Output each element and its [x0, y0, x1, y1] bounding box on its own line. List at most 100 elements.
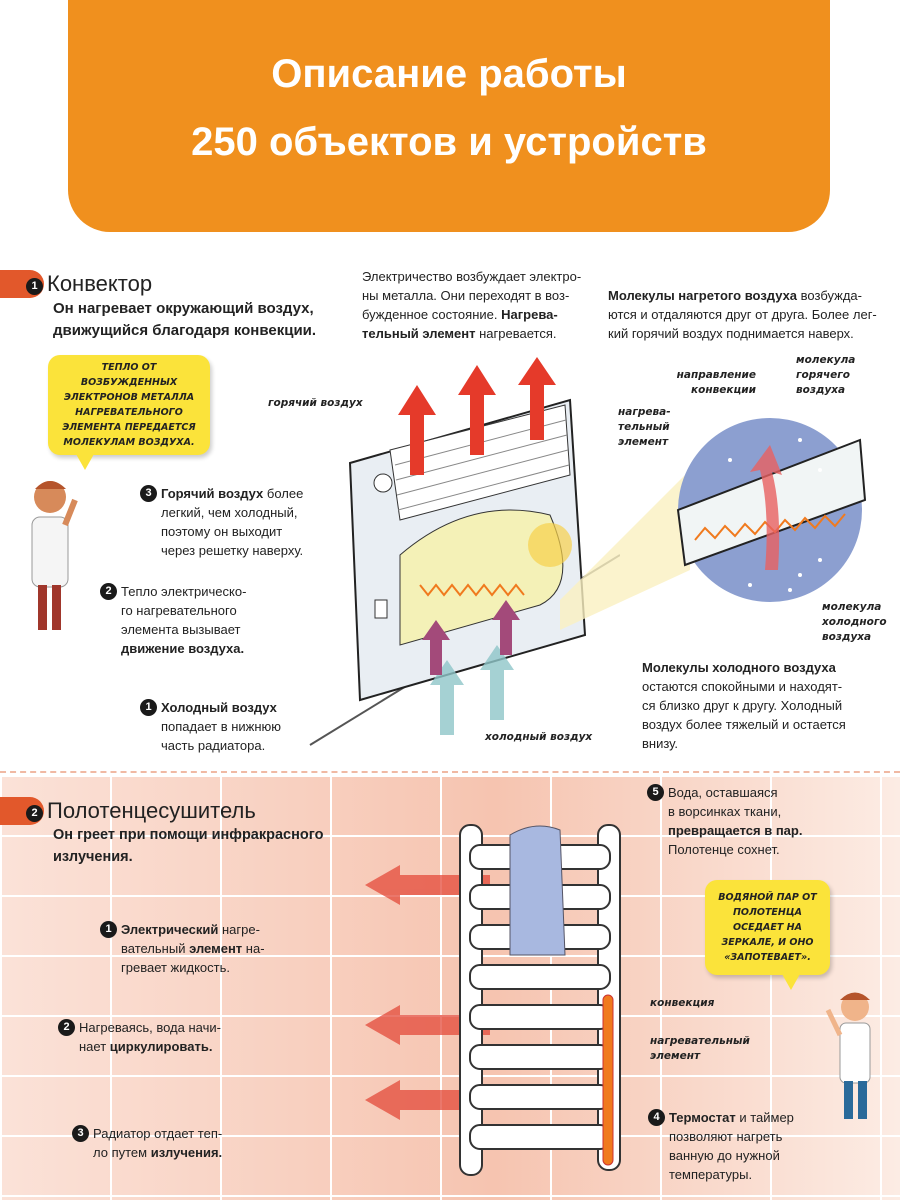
page-header: Описание работы 250 объектов и устройств [68, 0, 830, 232]
label-heating-element-2: нагревательный элемент [650, 1035, 750, 1062]
text: температуры. [669, 1167, 753, 1182]
label-heating-element: нагрева-тельный элемент [618, 406, 671, 448]
text: Электрический [121, 922, 219, 937]
text-line: бужденное состояние. Нагрева- [362, 305, 581, 324]
section1-title: Конвектор [47, 271, 153, 296]
text: вательный [121, 941, 186, 956]
text: го нагревательного [121, 603, 237, 618]
text-line: превращается в пар. [647, 821, 802, 840]
text: Молекулы холодного воздуха [642, 660, 836, 675]
text: движение воздуха. [121, 641, 245, 656]
text-line: движение воздуха. [100, 639, 246, 658]
speech-bubble-2: Водяной пар от полотенца оседает на зерк… [705, 880, 830, 990]
text: нагре- [222, 922, 260, 937]
text: нает [79, 1039, 107, 1054]
text: позволяют нагреть [669, 1129, 783, 1144]
text: элемента вызывает [121, 622, 241, 637]
text-line: тельный элемент нагревается. [362, 324, 581, 343]
text: нагревается. [479, 326, 557, 341]
text: бужденное состояние. [362, 307, 498, 322]
text: элемент [189, 941, 243, 956]
text-line: 1 Холодный воздух [140, 698, 281, 717]
text: внизу. [642, 736, 678, 751]
towel-rail-illustration [365, 824, 621, 1176]
text: ны металла. Они переходят в воз- [362, 288, 570, 303]
text: ся близко друг к другу. Холодный [642, 698, 843, 713]
text: через решетку наверху. [161, 543, 304, 558]
text: гревает жидкость. [121, 960, 231, 975]
label-cold-molecule: молекула холодного воздуха [822, 601, 887, 643]
text: возбужда- [800, 288, 862, 303]
magnified-molecules-illustration [560, 418, 867, 630]
text: Радиатор отдает теп- [93, 1126, 223, 1141]
step1-note: 1 Холодный воздух попадает в нижнюю часть … [140, 698, 281, 755]
text: излучения. [150, 1145, 223, 1160]
hot-molecules-note: Молекулы нагретого воздуха возбужда- ютс… [608, 286, 900, 343]
text-line: 5 Вода, оставшаяся [647, 783, 802, 802]
towel-step5-note: 5 Вода, оставшаяся в ворсинках ткани, пре… [647, 783, 802, 859]
text-line: ло путем излучения. [72, 1143, 222, 1162]
text: попадает в нижнюю [161, 719, 282, 734]
text: Он греет при помощи инфракрасного [53, 827, 324, 843]
text: 2 [58, 1019, 75, 1036]
section2-number: 2 [26, 805, 43, 822]
text: Тепло электрическо- [121, 584, 247, 599]
text: Нагрева- [501, 307, 558, 322]
text: Полотенце сохнет. [668, 842, 780, 857]
text: 5 [647, 784, 664, 801]
text-line: нает циркулировать. [58, 1037, 221, 1056]
text: 1 [140, 699, 157, 716]
step2-note: 2 Тепло электрическо- го нагревательного э… [100, 582, 246, 658]
section2-title: Полотенцесушитель [47, 798, 256, 823]
text-line: 2 Тепло электрическо- [100, 582, 246, 601]
text: тельный элемент [362, 326, 476, 341]
text: 3 [140, 485, 157, 502]
label-cold-air: холодный воздух [485, 731, 593, 743]
section2-subtitle: Он греет при помощи инфракрасного излучен… [53, 824, 323, 868]
label-convection: конвекция [650, 997, 715, 1009]
text: циркулировать. [109, 1039, 213, 1054]
text: Нагреваясь, вода начи- [79, 1020, 221, 1035]
section2-background [0, 775, 900, 1200]
text: воздух более тяжелый и остается [642, 717, 846, 732]
text: Вода, оставшаяся [668, 785, 778, 800]
label-convection-direction: направление конвекции [676, 369, 756, 396]
text: 2 [100, 583, 117, 600]
header-title-line2: 250 объектов и устройств [191, 120, 707, 164]
label-hot-air: горячий воздух [268, 397, 363, 409]
section-divider [0, 771, 900, 773]
section1-subtitle: Он нагревает окружающий воздух, движущий… [53, 298, 316, 342]
convector-illustration [309, 357, 620, 746]
cold-molecules-note: Молекулы холодного воздуха остаются спок… [642, 658, 846, 753]
text: легкий, чем холодный, [161, 505, 298, 520]
text-line: вательный элемент на- [100, 939, 265, 958]
text: ванную до нужной [669, 1148, 780, 1163]
scientist-character-icon [31, 481, 78, 630]
text: кий горячий воздух поднимается наверх. [608, 326, 854, 341]
text: остаются спокойными и находят- [642, 679, 843, 694]
text: 4 [648, 1109, 665, 1126]
text: более [266, 486, 304, 501]
label-hot-molecule: молекула горячего воздуха [796, 354, 856, 396]
text: ло путем [93, 1145, 148, 1160]
text: Молекулы нагретого воздуха [608, 288, 798, 303]
text: часть радиатора. [161, 738, 266, 753]
speech-bubble-1: Тепло от возбужденных электронов металла… [48, 355, 210, 470]
text: Холодный воздух [161, 700, 277, 715]
header-title-line1: Описание работы [271, 52, 627, 96]
text: превращается в пар. [668, 823, 803, 838]
text-line: Молекулы нагретого воздуха возбужда- [608, 286, 900, 305]
text: в ворсинках ткани, [668, 804, 782, 819]
subtitle-line: движущийся благодаря конвекции. [53, 322, 317, 339]
text: излучения. [53, 849, 133, 865]
text: ются и отдаляются друг от друга. Более л… [608, 307, 877, 322]
text: Термостат [669, 1110, 736, 1125]
